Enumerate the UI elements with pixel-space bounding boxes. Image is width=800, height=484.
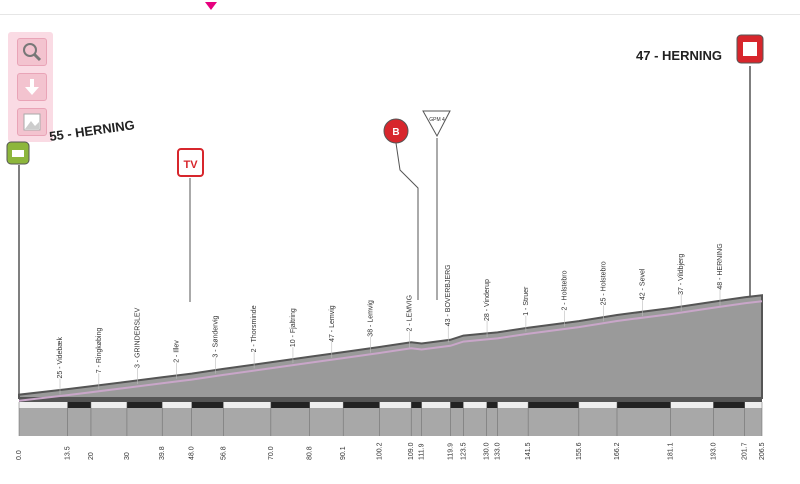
tv-badge-text: TV (183, 159, 198, 171)
distance-label: 0.0 (16, 450, 23, 460)
town-label: 25 - Holstebro (601, 261, 608, 305)
profile-base-edge (19, 398, 762, 402)
distance-band (744, 402, 762, 408)
distance-bands (19, 402, 762, 408)
distance-label: 155.6 (576, 442, 583, 460)
town-label: 28 - Vinderup (484, 279, 491, 321)
town-label: 37 - Vildbjerg (678, 254, 685, 295)
distance-ticks (18, 402, 763, 436)
distance-label: 39.8 (159, 446, 166, 460)
town-labels: 25 - Videbæk 7 - Ringkøbing 3 - GRINDERSLE… (57, 243, 724, 395)
town-label: 1 - Struer (523, 286, 530, 316)
distance-band (343, 402, 380, 408)
top-divider (0, 14, 800, 15)
finish-label: 47 - HERNING (636, 48, 722, 63)
town-label: 2 - Illev (173, 340, 180, 363)
download-button[interactable] (17, 73, 47, 101)
distance-band (270, 402, 310, 408)
town-label: 10 - Fjaltring (290, 308, 297, 347)
distance-label: 130.0 (484, 442, 491, 460)
zoom-in-icon (23, 43, 42, 62)
distance-band (309, 402, 344, 408)
start-flag-inner (12, 150, 24, 157)
sprint-pointer (395, 142, 419, 300)
distance-band (19, 402, 68, 408)
town-label: 38 - Lemvig (368, 300, 375, 337)
distance-band (578, 402, 617, 408)
distance-label: 48.0 (189, 446, 196, 460)
town-label: 48 - HERNING (717, 243, 724, 289)
distance-band (191, 402, 224, 408)
town-label: 25 - Videbæk (57, 336, 64, 378)
finish-flag-inner (743, 42, 757, 56)
distance-label: 80.8 (307, 446, 314, 460)
town-label: 43 - BOVERBJERG (445, 264, 452, 326)
distance-label: 206.5 (759, 442, 766, 460)
image-icon (23, 113, 41, 131)
tv-badge-icon (177, 148, 204, 177)
distance-label: 20 (88, 452, 95, 460)
zoom-in-button[interactable] (17, 38, 47, 66)
gpm-badge-icon (422, 110, 451, 138)
town-label: 2 - Holstebro (562, 270, 569, 310)
town-label: 47 - Lemvig (329, 305, 336, 342)
distance-band (421, 402, 451, 408)
distance-band (223, 402, 271, 408)
distance-label: 181.1 (668, 442, 675, 460)
distance-band (67, 402, 91, 408)
zoom-toolbar (8, 32, 53, 142)
distance-band (126, 402, 163, 408)
image-button[interactable] (17, 108, 47, 136)
distance-band (616, 402, 671, 408)
distance-label: 13.5 (65, 446, 72, 460)
pink-marker-icon (205, 2, 217, 10)
distance-label: 70.0 (268, 446, 275, 460)
distance-label: 109.0 (408, 442, 415, 460)
town-label: 42 - Sevel (639, 268, 646, 300)
start-label: 55 - HERNING (48, 117, 135, 144)
profile-area (18, 294, 763, 399)
town-label: 3 - Søndervig (212, 315, 219, 357)
distance-band (379, 402, 412, 408)
distance-label: 141.5 (525, 442, 532, 460)
distance-band (411, 402, 422, 408)
gpm-badge-text: GPM 4 (429, 117, 445, 123)
distance-label: 56.8 (220, 446, 227, 460)
town-label: 7 - Ringkøbing (96, 328, 103, 374)
distance-label: 90.1 (340, 446, 347, 460)
distance-band (497, 402, 529, 408)
town-label: 2 - Thorsminde (251, 305, 258, 352)
distance-label: 30 (124, 452, 131, 460)
distance-label: 119.9 (447, 443, 454, 460)
distance-band (463, 402, 487, 408)
distance-label: 100.2 (377, 442, 384, 460)
distance-band (450, 402, 464, 408)
town-label: 3 - GRINDERSLEV (135, 307, 142, 368)
distance-label: 201.7 (742, 442, 749, 460)
distance-band (486, 402, 498, 408)
town-label: 2 - LEMVIG (406, 295, 413, 332)
arrow-down-icon (25, 79, 39, 95)
distance-labels: 0.0 13.5 20 30 39.8 48.0 56.8 70.0 80.8 90.1 100.2… (16, 442, 766, 460)
distance-band (713, 402, 745, 408)
distance-label: 133.0 (495, 442, 502, 460)
distance-label: 123.5 (460, 442, 467, 460)
distance-band (528, 402, 579, 408)
profile-route-line (18, 300, 763, 402)
distance-label: 166.2 (614, 442, 621, 460)
distance-label: 193.0 (710, 442, 717, 460)
distance-band (162, 402, 192, 408)
distance-label: 111.9 (419, 443, 426, 460)
distance-band (670, 402, 714, 408)
sprint-badge-text: B (392, 127, 399, 138)
distance-band (90, 402, 127, 408)
